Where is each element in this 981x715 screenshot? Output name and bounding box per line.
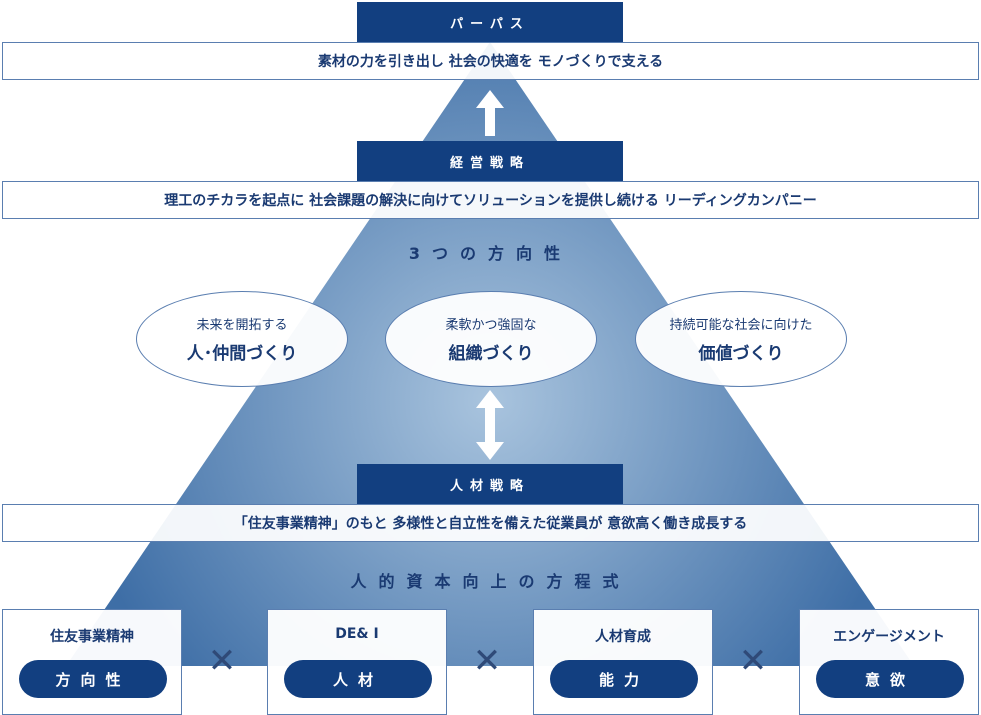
equation-heading: 人的資本向上の方程式 [350, 572, 631, 591]
factor-dei: DE& I 人材 [267, 609, 447, 715]
factor-title: DE& I [335, 626, 379, 642]
factor-title: エンゲージメント [833, 629, 945, 645]
management-strategy-tag: 経営戦略 [357, 141, 623, 181]
factor-title: 人材育成 [595, 629, 651, 645]
direction-people-sub: 未来を開拓する [196, 318, 288, 333]
factor-title: 住友事業精神 [50, 629, 134, 645]
times-icon: ✕ [738, 641, 768, 681]
factor-hr-development: 人材育成 能力 [533, 609, 713, 715]
factor-label-pill: 人材 [284, 660, 432, 698]
factor-label-pill: 意欲 [816, 660, 964, 698]
hr-strategy-statement: 「住友事業精神」のもと 多様性と自立性を備えた従業員が 意欲高く働き成長する [2, 504, 979, 542]
times-icon: ✕ [472, 641, 502, 681]
three-directions-heading: 3つの方向性 [408, 244, 573, 263]
purpose-tag: パーパス [357, 2, 623, 42]
double-arrow-icon [476, 390, 504, 460]
direction-people: 未来を開拓する 人･仲間づくり [136, 291, 348, 387]
factor-label-pill: 能力 [550, 660, 698, 698]
direction-value: 持続可能な社会に向けた 価値づくり [635, 291, 847, 387]
direction-people-main: 人･仲間づくり [186, 344, 298, 364]
factor-engagement: エンゲージメント 意欲 [799, 609, 979, 715]
purpose-statement: 素材の力を引き出し 社会の快適を モノづくりで支える [2, 42, 979, 80]
up-arrow-icon [476, 90, 504, 136]
direction-organization: 柔軟かつ強固な 組織づくり [385, 291, 597, 387]
direction-organization-main: 組織づくり [448, 344, 534, 364]
factor-label-pill: 方向性 [19, 660, 167, 698]
management-strategy-statement: 理工のチカラを起点に 社会課題の解決に向けてソリューションを提供し続ける リーデ… [2, 181, 979, 219]
direction-organization-sub: 柔軟かつ強固な [445, 318, 537, 333]
direction-value-main: 価値づくり [698, 344, 784, 364]
factor-sumitomo-spirit: 住友事業精神 方向性 [2, 609, 182, 715]
hr-strategy-tag: 人材戦略 [357, 464, 623, 504]
times-icon: ✕ [207, 641, 237, 681]
direction-value-sub: 持続可能な社会に向けた [669, 318, 813, 333]
